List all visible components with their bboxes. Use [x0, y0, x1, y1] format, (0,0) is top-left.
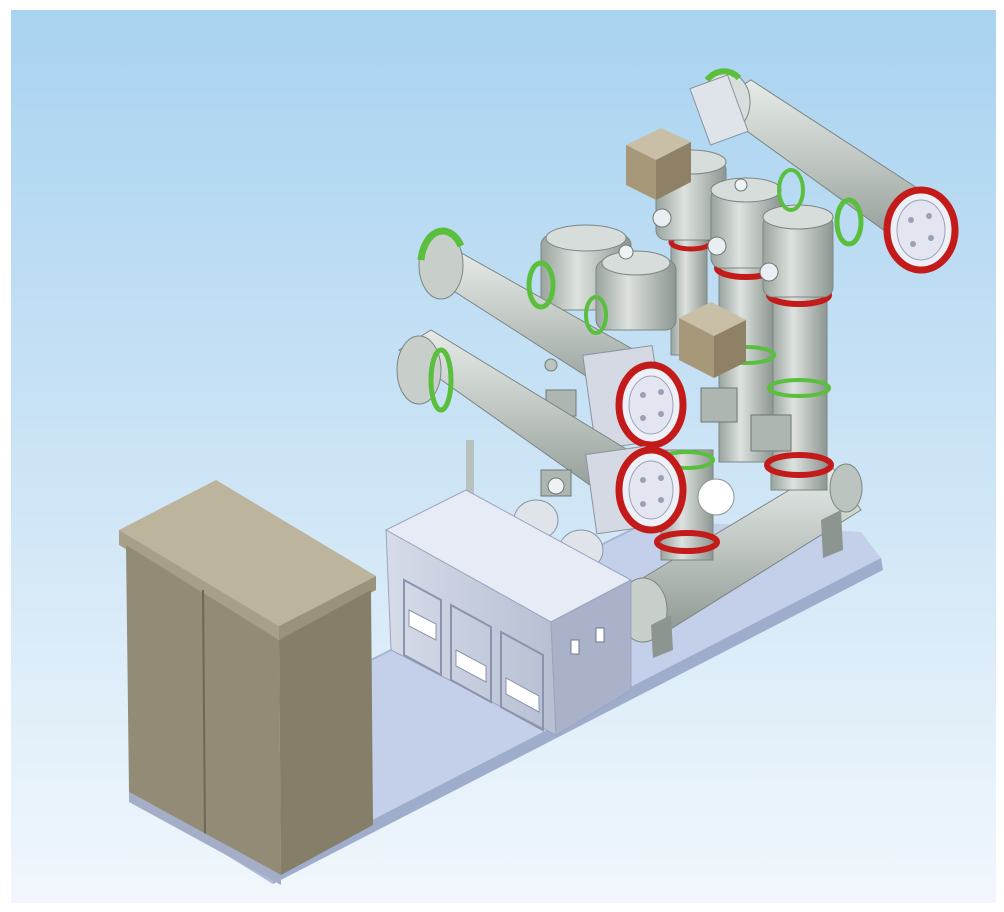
low-voltage-control-box: [384, 489, 633, 736]
operating-mechanism-boxes: [626, 128, 746, 378]
circuit-breaker-upper: [417, 224, 687, 450]
circuit-breaker-lower: [396, 329, 687, 571]
cad-viewport[interactable]: [11, 10, 996, 903]
local-control-cabinet: [119, 480, 376, 885]
gis-model-render: [119, 68, 959, 885]
main-busbar-enclosure: [618, 463, 863, 658]
upper-busbar-enclosure: [689, 68, 959, 274]
